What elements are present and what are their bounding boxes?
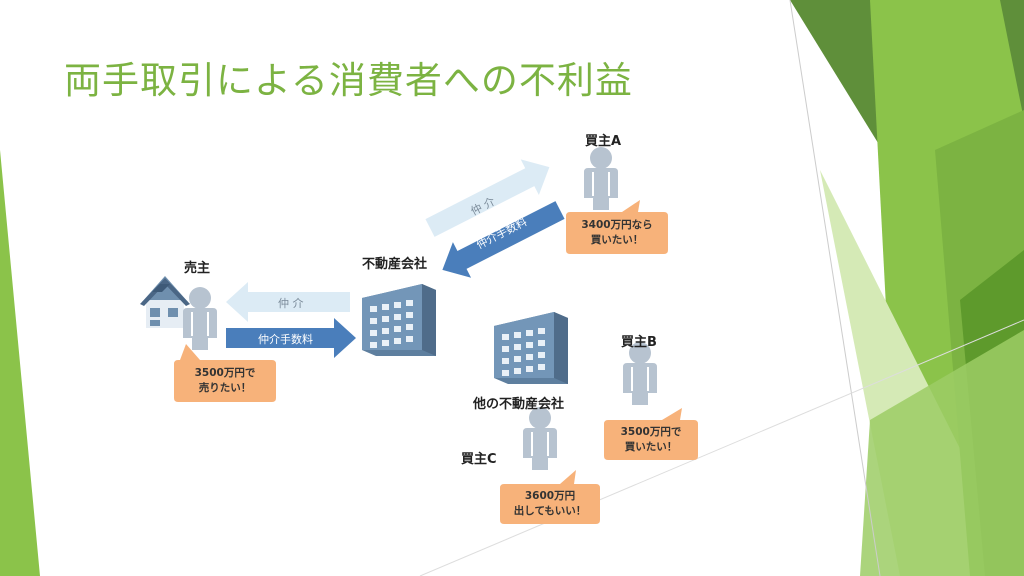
deco-bottom-band — [860, 330, 1024, 576]
fee-arrow-right-text: 仲介手数料 — [258, 333, 313, 346]
buyer-a-bubble-text: 3400万円なら 買いたい！ — [581, 219, 653, 246]
other-company-label: 他の不動産会社 — [473, 397, 565, 412]
buyer-a-speech-bubble — [566, 200, 668, 254]
buyer-c-person-icon — [522, 406, 558, 471]
deco-line-1 — [789, 0, 881, 576]
page-title: 両手取引による消費者への不利益 — [64, 59, 633, 102]
seller-label: 売主 — [184, 261, 211, 276]
buyer-c-label: 買主C — [461, 452, 497, 467]
buyer-b-person-icon — [622, 341, 658, 406]
mediation-arrow-left-text: 仲 介 — [278, 297, 304, 310]
buyer-c-bubble-text: 3600万円 出してもいい！ — [513, 490, 587, 517]
mediation-arrow-diagonal — [425, 159, 550, 237]
company-building-icon — [362, 284, 436, 356]
deco-left-triangle — [0, 150, 40, 576]
buyer-b-label: 買主B — [621, 335, 657, 350]
company-label: 不動産会社 — [362, 257, 428, 272]
buyer-b-bubble-text: 3500万円で 買いたい！ — [620, 426, 682, 453]
seller-person-icon — [182, 286, 218, 351]
fee-arrow-right — [226, 318, 356, 358]
buyer-a-label: 買主A — [585, 134, 622, 149]
seller-bubble-text: 3500万円で 売りたい！ — [194, 367, 256, 394]
buyer-c-speech-bubble — [500, 470, 600, 524]
deco-line-2 — [419, 319, 1024, 576]
buyer-b-speech-bubble — [604, 408, 698, 460]
house-icon — [140, 276, 190, 328]
buyer-a-person-icon — [583, 146, 619, 211]
other-company-building-icon — [494, 312, 568, 384]
mediation-arrow-left — [226, 282, 350, 322]
fee-arrow-diagonal — [442, 201, 565, 278]
seller-speech-bubble — [174, 344, 276, 402]
